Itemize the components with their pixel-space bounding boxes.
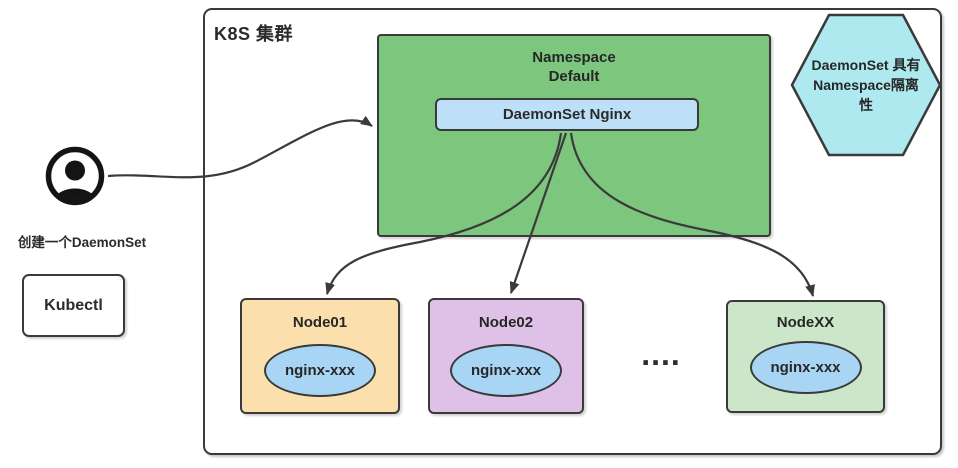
hexagon-note-shape <box>790 13 942 157</box>
namespace-title-line2: Default <box>548 68 600 85</box>
create-daemonset-label: 创建一个DaemonSet <box>17 235 147 250</box>
more-nodes-ellipsis: .... <box>641 336 681 372</box>
namespace-default-box: Namespace Default <box>377 34 771 237</box>
kubectl-box: Kubectl <box>22 274 125 337</box>
nodexx-box: NodeXX nginx-xxx <box>726 300 885 413</box>
node01-box: Node01 nginx-xxx <box>240 298 400 414</box>
hexagon-note-text: DaemonSet 具有 Namespace隔离 性 <box>796 55 936 115</box>
node01-name: Node01 <box>292 314 348 331</box>
nodexx-pod-label: nginx-xxx <box>770 359 841 376</box>
node01-pod-label: nginx-xxx <box>284 362 356 379</box>
user-icon <box>45 146 105 206</box>
hexagon-note-line3: 性 <box>859 97 873 113</box>
node02-name: Node02 <box>478 314 534 331</box>
namespace-title-line1: Namespace <box>532 49 616 66</box>
hexagon-note-line2: Namespace隔离 <box>813 77 919 93</box>
nodexx-name: NodeXX <box>776 314 835 331</box>
kubectl-label: Kubectl <box>44 296 103 314</box>
nodexx-pod-ellipse: nginx-xxx <box>749 341 862 394</box>
node02-pod-label: nginx-xxx <box>470 362 542 379</box>
daemonset-nginx-box: DaemonSet Nginx <box>435 98 699 131</box>
node02-box: Node02 nginx-xxx <box>428 298 584 414</box>
node02-pod-ellipse: nginx-xxx <box>450 344 562 397</box>
node01-pod-ellipse: nginx-xxx <box>264 344 376 397</box>
k8s-cluster-title: K8S 集群 <box>214 24 294 44</box>
daemonset-nginx-label: DaemonSet Nginx <box>502 106 632 123</box>
hexagon-note-line1: DaemonSet 具有 <box>811 57 921 73</box>
